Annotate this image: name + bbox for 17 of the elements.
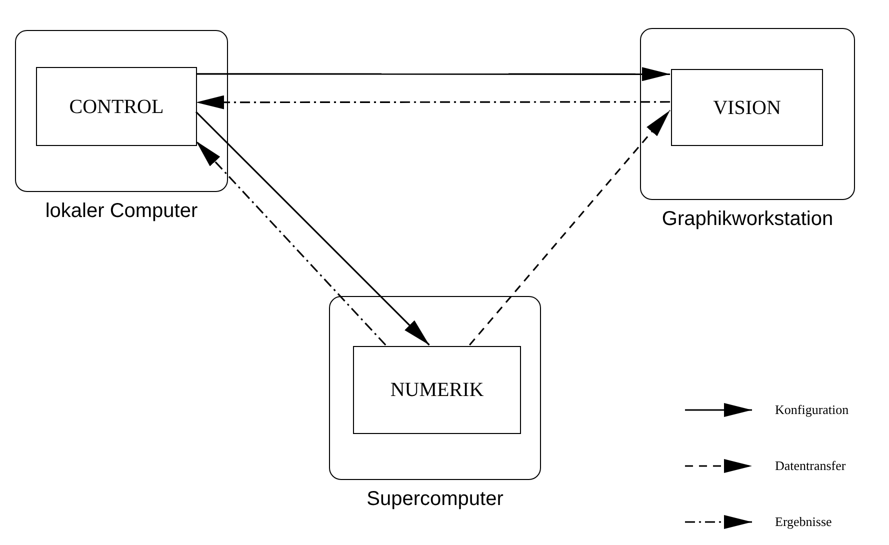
module-label: NUMERIK bbox=[390, 380, 484, 400]
arrow bbox=[469, 110, 671, 346]
module-label: VISION bbox=[713, 98, 781, 118]
module-box bbox=[671, 69, 823, 146]
arrow bbox=[195, 111, 430, 346]
module-label: CONTROL bbox=[69, 96, 164, 116]
arrow bbox=[195, 140, 386, 346]
legend-label: Datentransfer bbox=[775, 459, 846, 472]
module-box bbox=[353, 346, 521, 434]
computer-label: lokaler Computer bbox=[45, 201, 198, 221]
module-box bbox=[36, 67, 197, 146]
arrow bbox=[196, 67, 670, 82]
arrow bbox=[196, 95, 670, 110]
computer-label: Supercomputer bbox=[366, 489, 504, 509]
computer-label: Graphikworkstation bbox=[662, 209, 834, 229]
legend-label: Konfiguration bbox=[775, 403, 849, 416]
legend-label: Ergebnisse bbox=[775, 515, 832, 528]
